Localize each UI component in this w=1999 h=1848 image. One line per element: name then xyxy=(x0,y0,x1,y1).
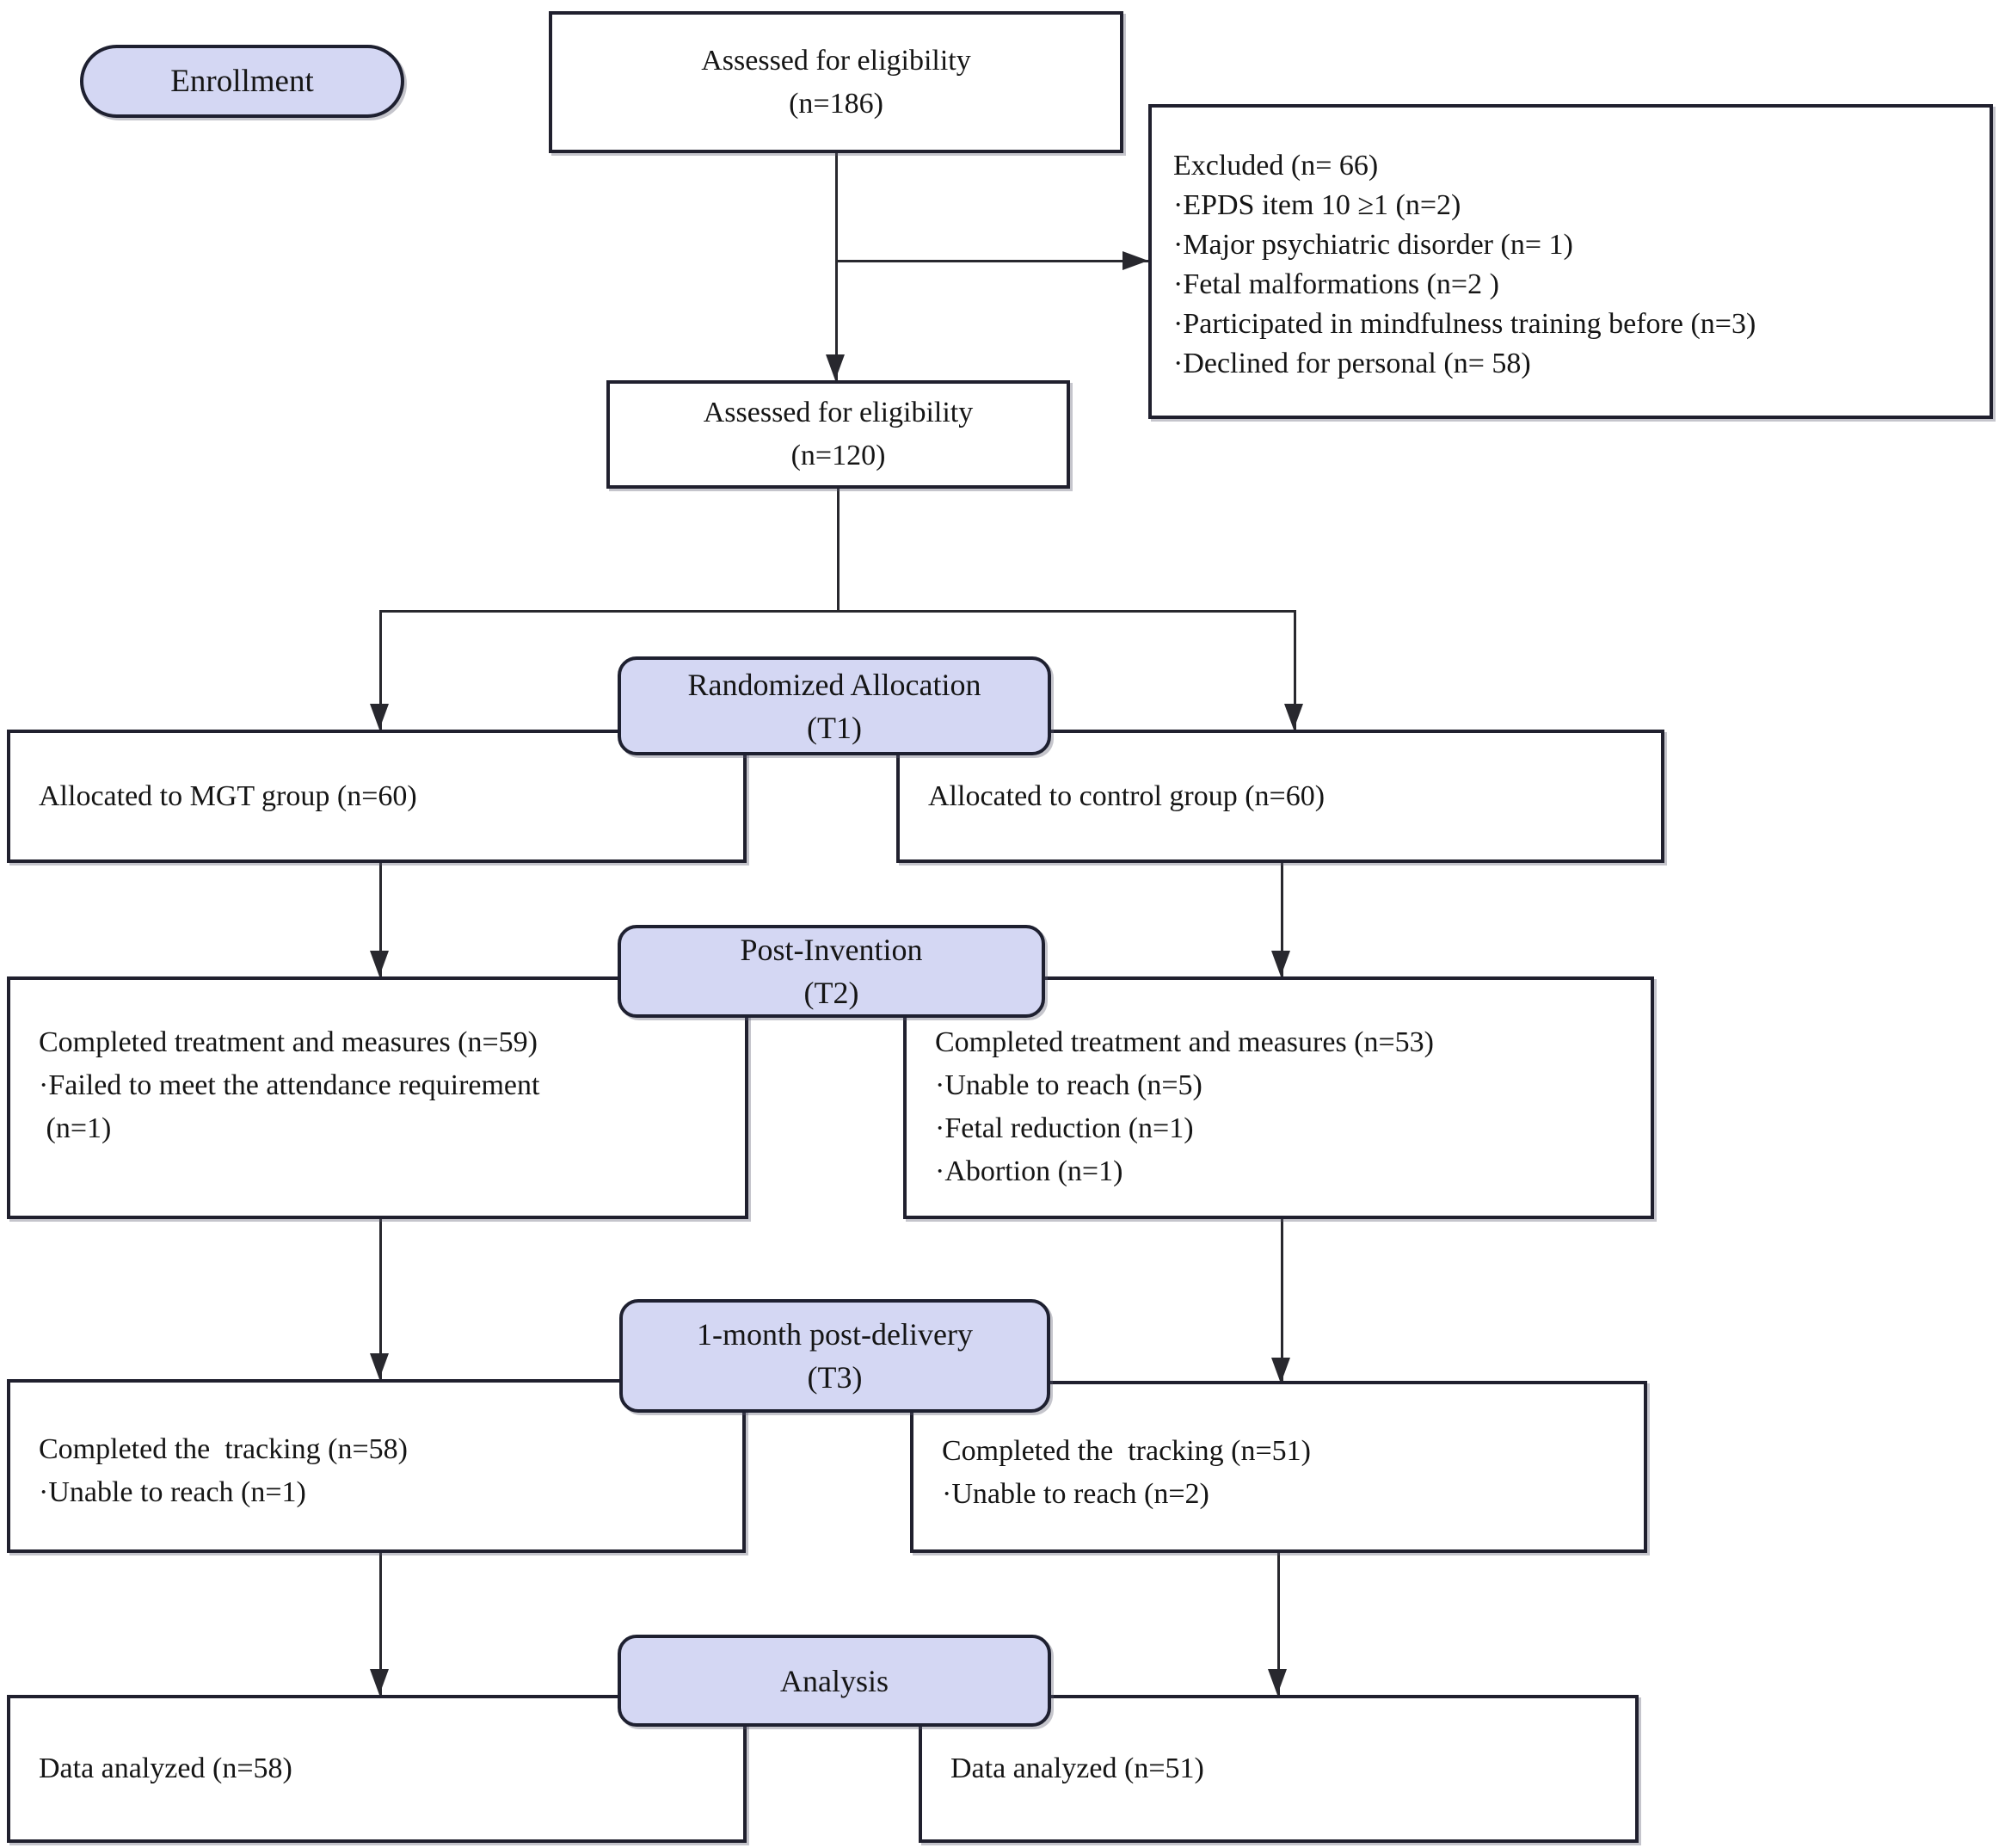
t3-label: 1-month post-delivery xyxy=(697,1317,973,1352)
analysis-stage-pill: Analysis xyxy=(618,1635,1051,1727)
t2-label: Post-Invention xyxy=(740,933,923,967)
connector-control-alloc-to-post xyxy=(1281,863,1283,976)
allocated-control-box: Allocated to control group (n=60) xyxy=(896,730,1664,863)
post-control-line4: ·Abortion (n=1) xyxy=(935,1155,1123,1187)
track-mgt-line2: ·Unable to reach (n=1) xyxy=(39,1476,306,1508)
connector-split-right-drop xyxy=(1294,610,1296,730)
assessed-186-line1: Assessed for eligibility xyxy=(701,44,971,77)
assessed-120-line1: Assessed for eligibility xyxy=(703,397,974,428)
post-intervention-mgt-box: Completed treatment and measures (n=59) … xyxy=(7,976,748,1219)
connector-split-horizontal xyxy=(379,610,1296,613)
allocated-mgt-text: Allocated to MGT group (n=60) xyxy=(39,779,417,812)
arrowhead-into-control-post xyxy=(1271,951,1290,976)
enrollment-stage-pill: Enrollment xyxy=(80,45,404,118)
analysis-label: Analysis xyxy=(780,1663,889,1698)
connector-mgt-post-to-track xyxy=(379,1219,382,1379)
excluded-item-declined: ·Declined for personal (n= 58) xyxy=(1173,348,1531,379)
track-mgt-line1: Completed the tracking (n=58) xyxy=(39,1433,408,1465)
arrowhead-into-mgt-track xyxy=(370,1353,389,1379)
connector-mgt-alloc-to-post xyxy=(379,863,382,976)
arrowhead-into-control-track xyxy=(1271,1358,1290,1383)
excluded-item-epds: ·EPDS item 10 ≥1 (n=2) xyxy=(1173,189,1461,221)
arrowhead-into-control-allocation xyxy=(1284,704,1303,730)
post-mgt-line1: Completed treatment and measures (n=59) xyxy=(39,1026,538,1058)
excluded-item-malformations: ·Fetal malformations (n=2 ) xyxy=(1173,268,1499,300)
post-control-line3: ·Fetal reduction (n=1) xyxy=(935,1112,1194,1144)
arrowhead-into-mgt-allocation xyxy=(370,704,389,730)
connector-control-track-to-analysis xyxy=(1277,1550,1280,1695)
excluded-item-mindfulness: ·Participated in mindfulness training be… xyxy=(1173,308,1756,340)
t1-label: Randomized Allocation xyxy=(687,667,981,702)
t3-tag: (T3) xyxy=(807,1360,863,1395)
connector-split-left-drop xyxy=(379,610,382,730)
assessed-186-count: (n=186) xyxy=(789,87,883,120)
excluded-box: Excluded (n= 66) ·EPDS item 10 ≥1 (n=2) … xyxy=(1148,104,1993,419)
post-control-line2: ·Unable to reach (n=5) xyxy=(935,1069,1202,1101)
excluded-item-psychiatric: ·Major psychiatric disorder (n= 1) xyxy=(1173,229,1573,261)
connector-assessed186-to-assessed120 xyxy=(835,153,838,381)
connector-control-post-to-track xyxy=(1281,1219,1283,1383)
post-control-line1: Completed treatment and measures (n=53) xyxy=(935,1026,1434,1058)
connector-mgt-track-to-analysis xyxy=(379,1553,382,1695)
arrowhead-into-mgt-post xyxy=(370,951,389,976)
analyzed-mgt-text: Data analyzed (n=58) xyxy=(39,1753,292,1784)
enrollment-label: Enrollment xyxy=(170,63,314,99)
allocated-control-text: Allocated to control group (n=60) xyxy=(928,779,1325,812)
t1-tag: (T1) xyxy=(807,710,862,745)
excluded-title: Excluded (n= 66) xyxy=(1173,150,1379,182)
allocated-mgt-box: Allocated to MGT group (n=60) xyxy=(7,730,747,863)
arrowhead-into-excluded xyxy=(1123,251,1148,270)
one-month-post-delivery-t3-pill: 1-month post-delivery (T3) xyxy=(619,1299,1050,1413)
assessed-eligibility-120-box: Assessed for eligibility (n=120) xyxy=(606,380,1070,489)
arrowhead-into-mgt-analyzed xyxy=(370,1669,389,1695)
track-control-line1: Completed the tracking (n=51) xyxy=(942,1435,1311,1467)
t2-tag: (T2) xyxy=(803,976,859,1010)
connector-assessed120-down xyxy=(837,489,840,612)
connector-branch-to-excluded xyxy=(836,260,1148,262)
post-mgt-line2: ·Failed to meet the attendance requireme… xyxy=(39,1069,540,1101)
randomized-allocation-t1-pill: Randomized Allocation (T1) xyxy=(618,656,1051,755)
arrowhead-into-control-analyzed xyxy=(1268,1669,1287,1695)
assessed-120-count: (n=120) xyxy=(790,440,886,471)
post-invention-t2-pill: Post-Invention (T2) xyxy=(618,925,1045,1018)
tracking-mgt-box: Completed the tracking (n=58) ·Unable to… xyxy=(7,1379,746,1553)
post-mgt-line3: (n=1) xyxy=(39,1112,112,1144)
track-control-line2: ·Unable to reach (n=2) xyxy=(942,1478,1209,1510)
arrowhead-into-assessed120 xyxy=(826,354,845,380)
analyzed-control-text: Data analyzed (n=51) xyxy=(950,1753,1204,1784)
assessed-eligibility-186-box: Assessed for eligibility (n=186) xyxy=(549,11,1123,153)
